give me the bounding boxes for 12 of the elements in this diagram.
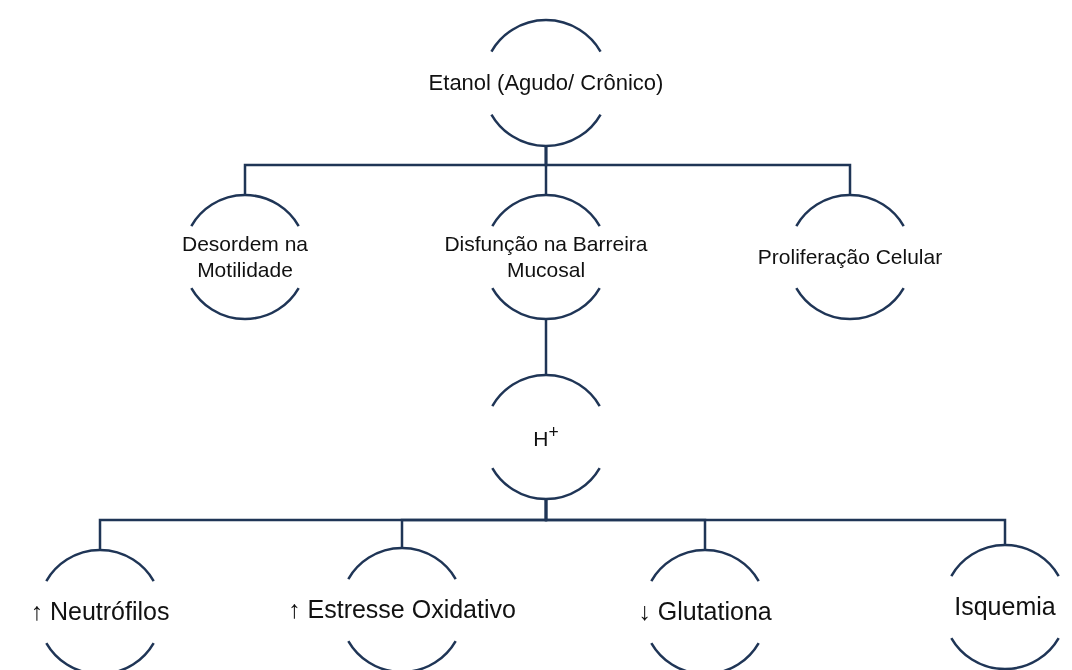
node-label: ↓ Glutationa (638, 596, 772, 628)
node-label: ↑ Neutrófilos (30, 596, 170, 628)
node-label: H$^{+}$ (533, 421, 559, 452)
node-label: Isquemia (954, 591, 1056, 623)
node-label: Proliferação Celular (757, 243, 943, 270)
node-label: Disfunção na Barreira Mucosal (443, 230, 649, 283)
node-label: Desordem na Motilidade (180, 230, 310, 283)
node-label: ↑ Estresse Oxidativo (288, 594, 516, 626)
connector-line (544, 499, 1007, 545)
connector-line (544, 319, 548, 375)
connector-line (544, 146, 852, 195)
node-label: Etanol (Agudo/ Crônico) (428, 69, 664, 98)
